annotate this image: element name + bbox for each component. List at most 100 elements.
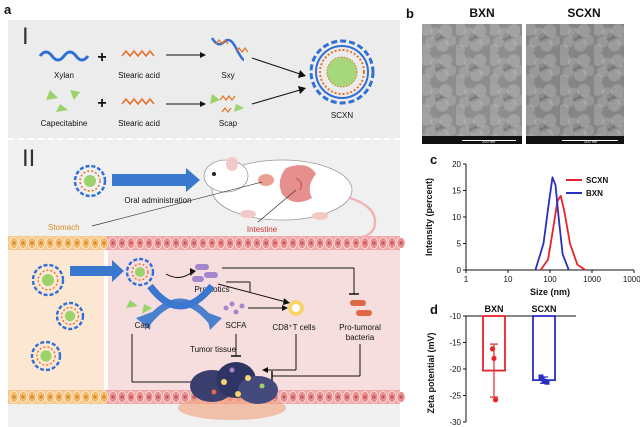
cell-nucleus [138,241,142,245]
cell-nucleus [165,395,169,399]
cell-nucleus [156,395,160,399]
y-tick-label: -10 [449,312,461,321]
mouse-icon [203,157,377,241]
tumor-tissue-icon [178,362,286,420]
plus-sign-1: + [97,49,106,66]
cell-nucleus [138,395,142,399]
cell-nucleus [399,395,403,399]
roman-numeral-ii: II [22,145,35,172]
series-line-scxn [539,194,586,271]
scxn-micelle-icon [309,39,375,105]
cell-nucleus [30,241,34,245]
micelle-core [40,350,52,362]
stomach-label: Stomach [48,223,80,232]
x-axis-label: Size (nm) [530,287,570,297]
tem-label-scxn: SCXN [567,6,601,20]
cell-nucleus [174,395,178,399]
cell-nucleus [21,395,25,399]
capecitabine-label: Capecitabine [41,119,88,128]
data-point-scxn [541,378,547,384]
scfa-label: SCFA [226,321,248,330]
cell-nucleus [300,241,304,245]
cell-nucleus [273,241,277,245]
cell-nucleus [183,395,187,399]
cell-nucleus [48,395,52,399]
cell-nucleus [93,241,97,245]
cell-nucleus [372,241,376,245]
x-tick-label: 1 [464,275,469,284]
cell-nucleus [129,241,133,245]
cell-nucleus [75,241,79,245]
micelle-middle [131,263,149,281]
crossing-arrows [145,298,215,325]
series-line-bxn [534,176,570,271]
tem-label-bxn: BXN [469,6,495,20]
roman-numeral-i: I [22,23,29,50]
pro-tumoral-label-2: bacteria [346,333,375,342]
cap-icon [126,300,152,314]
data-point-scxn [544,379,550,385]
cell-nucleus [246,241,250,245]
cell-nucleus [156,241,160,245]
intestine-tissue [106,250,400,390]
cell-nucleus [75,395,79,399]
cell-nucleus [363,241,367,245]
cell-nucleus [111,395,115,399]
cell-nucleus [111,241,115,245]
micelle-shell [125,257,155,287]
tumor-tissue-label: Tumor tissue [190,345,236,354]
scale-bar-bxn [462,140,516,141]
oral-micelle-icon [73,164,107,198]
cell-nucleus [147,395,151,399]
category-label-bxn: BXN [484,304,503,314]
cell-nucleus [192,395,196,399]
micelle-core [135,267,145,277]
data-point-bxn [492,397,499,403]
cell-nucleus [39,395,43,399]
cell-nucleus [264,241,268,245]
data-point-bxn [491,355,497,361]
cell-nucleus [93,395,97,399]
stearic-acid-label-1: Stearic acid [118,71,160,80]
cap-label: Cap [135,321,150,330]
capecitabine-icon [46,90,80,112]
cell-nucleus [282,241,286,245]
cell-nucleus [363,395,367,399]
cell-nucleus [327,241,331,245]
y-tick-label: 10 [452,213,461,222]
cell-nucleus [48,241,52,245]
cell-nucleus [381,241,385,245]
micelle-shell [30,340,62,372]
cell-nucleus [12,395,16,399]
cell-nucleus [183,241,187,245]
y-axis-label: Intensity (percent) [424,178,434,256]
cell-nucleus [84,241,88,245]
probiotics-icon [192,264,218,282]
cell-nucleus [345,395,349,399]
cell-nucleus [120,395,124,399]
cell-nucleus [237,241,241,245]
category-label-scxn: SCXN [531,304,556,314]
cd8-t-cells-label: CD8⁺T cells [272,323,315,332]
micelle-middle [60,306,80,326]
scale-text-bxn: 200 nm [482,139,496,144]
y-tick-label: 20 [452,160,461,169]
cell-nucleus [201,241,205,245]
y-tick-label: -20 [449,365,461,374]
cell-nucleus [372,395,376,399]
x-tick-label: 1000 [583,275,601,284]
cell-nucleus [291,395,295,399]
cell-nucleus [291,241,295,245]
cell-nucleus [165,241,169,245]
cell-nucleus [345,241,349,245]
micelle-shell [55,301,85,331]
cell-nucleus [210,241,214,245]
scap-icon [210,94,244,113]
scale-bar-scxn [562,140,618,141]
cell-nucleus [390,241,394,245]
y-axis-label: Zeta potential (mV) [426,332,436,413]
cell-nucleus [192,241,196,245]
section-divider [8,138,400,140]
